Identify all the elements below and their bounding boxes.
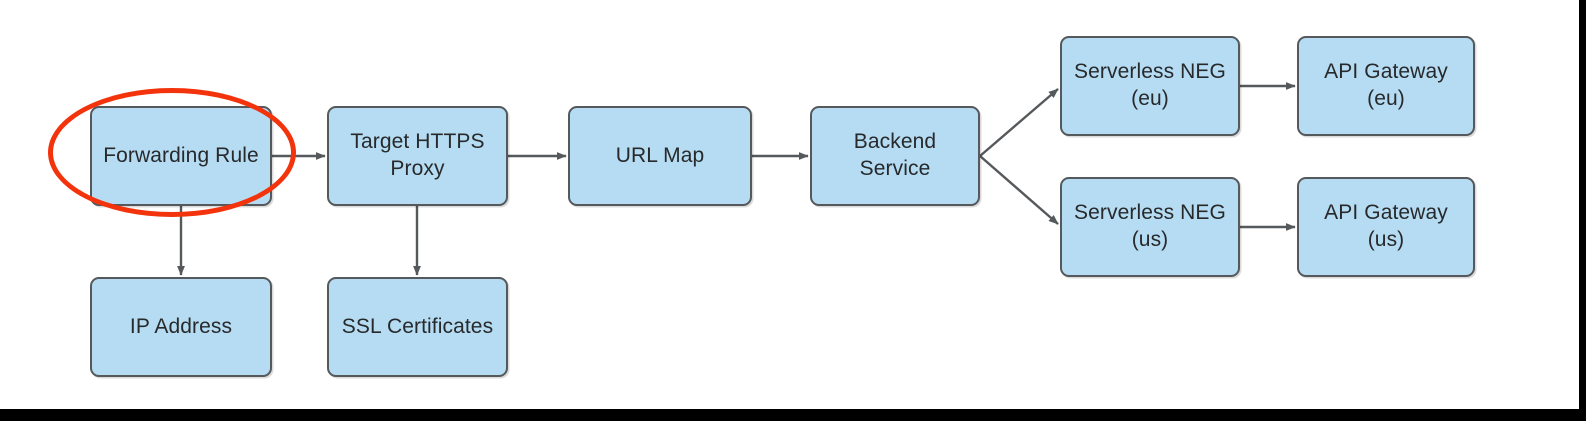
node-label-url-map: URL Map bbox=[615, 143, 705, 167]
node-ssl-certificates[interactable]: SSL Certificates bbox=[327, 277, 508, 377]
node-forwarding-rule[interactable]: Forwarding Rule bbox=[90, 106, 272, 206]
node-serverless-neg-us[interactable]: Serverless NEG (us) bbox=[1060, 177, 1240, 277]
frame-edge-bottom bbox=[0, 409, 1586, 421]
node-ip-address[interactable]: IP Address bbox=[90, 277, 272, 377]
node-serverless-neg-eu[interactable]: Serverless NEG (eu) bbox=[1060, 36, 1240, 136]
node-label-api-gateway-eu: API Gateway (eu) bbox=[1324, 60, 1448, 110]
node-label-target-https-proxy: Target HTTPS Proxy bbox=[350, 130, 485, 180]
node-url-map[interactable]: URL Map bbox=[568, 106, 752, 206]
node-target-https-proxy[interactable]: Target HTTPS Proxy bbox=[327, 106, 508, 206]
node-label-serverless-neg-eu: Serverless NEG (eu) bbox=[1074, 60, 1226, 110]
edge-backend-service-to-neg-us bbox=[979, 155, 1059, 225]
frame-edge-right bbox=[1579, 0, 1586, 421]
node-label-serverless-neg-us: Serverless NEG (us) bbox=[1074, 201, 1226, 251]
node-api-gateway-us[interactable]: API Gateway (us) bbox=[1297, 177, 1475, 277]
node-api-gateway-eu[interactable]: API Gateway (eu) bbox=[1297, 36, 1475, 136]
node-label-ip-address: IP Address bbox=[129, 314, 233, 338]
node-backend-service[interactable]: Backend Service bbox=[810, 106, 980, 206]
node-label-ssl-certificates: SSL Certificates bbox=[341, 314, 494, 338]
node-label-forwarding-rule: Forwarding Rule bbox=[103, 143, 259, 167]
node-label-backend-service: Backend Service bbox=[853, 130, 937, 180]
node-label-api-gateway-us: API Gateway (us) bbox=[1324, 201, 1448, 251]
edge-backend-service-to-neg-eu bbox=[979, 88, 1059, 157]
